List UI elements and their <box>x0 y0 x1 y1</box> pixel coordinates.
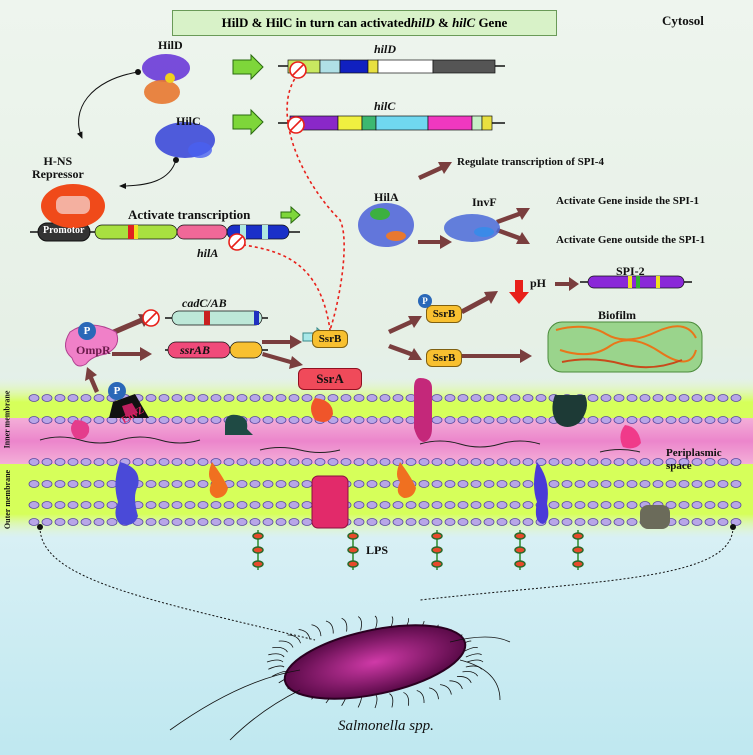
activate-outside-label: Activate Gene outside the SPI-1 <box>556 234 706 246</box>
phospho-ompr: P <box>78 322 96 340</box>
phospho-ssrb: P <box>418 294 432 308</box>
lps-chains <box>252 530 584 570</box>
ssra-box: SsrA <box>298 368 362 390</box>
hilc-protein <box>155 122 215 158</box>
hns-arrows <box>76 71 177 189</box>
hns-repressor <box>41 184 105 228</box>
regulate-spi4-label: Regulate transcription of SPI-4 <box>457 156 604 168</box>
spi2-label: SPI-2 <box>616 264 645 278</box>
organism-label: Salmonella spp. <box>338 718 434 734</box>
membrane-proteins <box>71 378 670 529</box>
ssrab-gene-label: ssrAB <box>180 343 211 357</box>
activate-transcription-label: Activate transcription <box>128 207 251 222</box>
biofilm-graphic <box>547 321 703 373</box>
inner-membrane-label: Inner membrane <box>2 390 12 449</box>
hila-protein <box>358 203 414 247</box>
phospho-envz: P <box>108 382 126 400</box>
ssrb-box-lower: SsrB <box>426 349 462 367</box>
title-prefix: HilD & HilC in turn can activated <box>221 15 411 30</box>
title-gene-hilc: hilC <box>452 15 476 30</box>
ph-label: pH <box>530 276 547 290</box>
repression-lines <box>236 73 345 331</box>
hilc-gene-label: hilC <box>374 99 396 113</box>
invf-protein <box>444 214 500 242</box>
hns-label: H-NS Repressor <box>32 154 84 181</box>
bacterium-connectors <box>39 526 734 641</box>
diagram-title: HilD & HilC in turn can activated ​hilD … <box>172 10 557 36</box>
ompr-label: OmpR <box>76 343 111 357</box>
outer-membrane-label: Outer membrane <box>3 469 13 530</box>
cadcab-gene-label: cadC/AB <box>182 296 227 310</box>
promotor-label: Promotor <box>43 225 85 236</box>
activate-inside-label: Activate Gene inside the SPI-1 <box>556 195 699 207</box>
title-suffix: Gene <box>475 15 508 30</box>
ssrb-box-phospho: SsrB <box>426 305 462 323</box>
hilc-gene-bar <box>278 115 505 131</box>
hild-gene-bar <box>278 59 505 74</box>
activation-arrows <box>232 53 328 348</box>
flow-arrows <box>85 162 579 393</box>
salmonella-bacterium <box>169 615 511 741</box>
hild-gene-label: hilD <box>374 42 397 56</box>
biofilm-label: Biofilm <box>598 308 636 322</box>
cadcab-gene-bar <box>165 310 268 326</box>
inhibition-symbols <box>142 61 307 327</box>
ssrb-box-center: SsrB <box>312 330 348 348</box>
hila-protein-label: HilA <box>374 190 399 204</box>
lps-label: LPS <box>366 543 389 557</box>
title-mid: & <box>434 15 453 30</box>
hild-protein <box>142 54 190 104</box>
invf-protein-label: InvF <box>472 195 497 209</box>
spi2-gene-bar <box>580 275 692 289</box>
hila-gene-label: hilA <box>197 246 219 260</box>
hilc-protein-label: HilC <box>176 114 201 128</box>
hild-protein-label: HilD <box>158 38 183 52</box>
cytosol-label: Cytosol <box>662 13 704 28</box>
title-gene-hild: hilD <box>410 15 435 30</box>
periplasmic-space-label: Periplasmic space <box>666 447 722 472</box>
ssrab-gene-bar <box>165 341 268 359</box>
